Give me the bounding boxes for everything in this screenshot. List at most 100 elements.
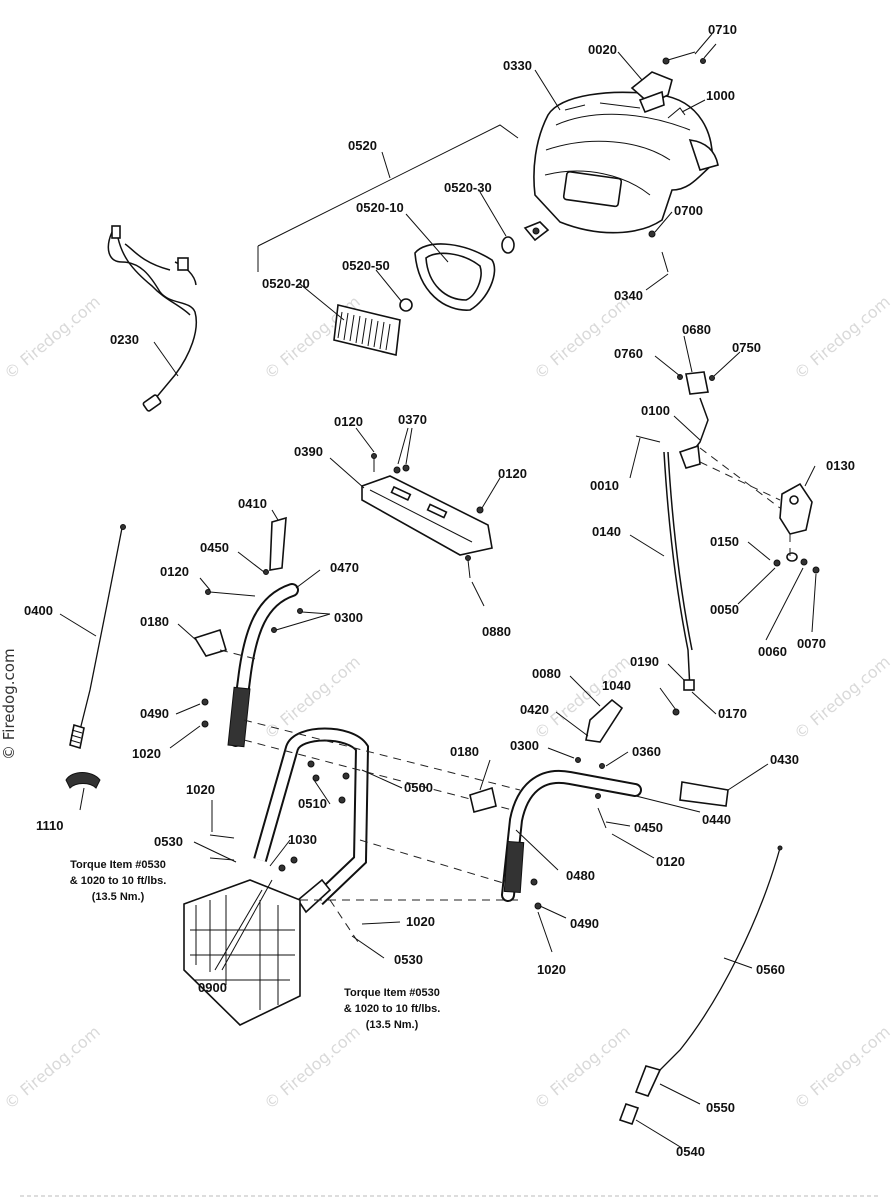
label-0520-30: 0520-30 [444, 180, 492, 195]
label-0520-10: 0520-10 [356, 200, 404, 215]
label-0150: 0150 [710, 534, 739, 549]
label-0100: 0100 [641, 403, 670, 418]
cable-0560 [618, 845, 783, 1126]
handle-frame-0500 [209, 727, 370, 914]
bracket-line-0520 [257, 124, 519, 272]
torque-note-bottom-line-3: (13.5 Nm.) [366, 1019, 419, 1031]
headlight-housing [533, 91, 719, 234]
label-0410: 0410 [238, 496, 267, 511]
watermark-side: © Firedog.com [0, 648, 18, 760]
label-1020-d: 1020 [537, 962, 566, 977]
screw-0700 [648, 230, 669, 273]
label-0120-a: 0120 [334, 414, 363, 429]
label-0300-a: 0300 [334, 610, 363, 625]
lamp-assembly [333, 221, 550, 356]
watermark-10: © Firedog.com [530, 1022, 633, 1113]
label-0700: 0700 [674, 203, 703, 218]
bracket-0020 [630, 71, 673, 114]
label-0440: 0440 [702, 812, 731, 827]
handle-right [469, 698, 729, 910]
label-0140: 0140 [592, 524, 621, 539]
label-0680: 0680 [682, 322, 711, 337]
clip-1000 [667, 107, 686, 119]
label-0530-a: 0530 [154, 834, 183, 849]
label-0520-20: 0520-20 [262, 276, 310, 291]
label-0520-50: 0520-50 [342, 258, 390, 273]
label-0880: 0880 [482, 624, 511, 639]
watermark-3: © Firedog.com [530, 292, 633, 383]
part-labels: 0710 0020 0330 1000 0520 0520-30 0520-10… [24, 22, 855, 1159]
torque-note-bottom: Torque Item #0530 & 1020 to 10 ft/lbs. (… [344, 987, 441, 1031]
label-0120-b: 0120 [498, 466, 527, 481]
label-0340: 0340 [614, 288, 643, 303]
watermarks: © Firedog.com © Firedog.com © Firedog.co… [0, 292, 892, 1113]
label-0230: 0230 [110, 332, 139, 347]
label-0490-b: 0490 [570, 916, 599, 931]
label-0130: 0130 [826, 458, 855, 473]
label-0190: 0190 [630, 654, 659, 669]
label-0550: 0550 [706, 1100, 735, 1115]
label-1020-b: 1020 [186, 782, 215, 797]
watermark-7: © Firedog.com [790, 652, 892, 743]
label-0360: 0360 [632, 744, 661, 759]
clip-1110 [65, 772, 101, 789]
handle-left [193, 516, 303, 748]
label-0450-b: 0450 [634, 820, 663, 835]
label-1030: 1030 [288, 832, 317, 847]
torque-note-bottom-line-1: Torque Item #0530 [344, 987, 440, 999]
label-0540: 0540 [676, 1144, 705, 1159]
label-0470: 0470 [330, 560, 359, 575]
label-1110: 1110 [36, 818, 64, 833]
watermark-8: © Firedog.com [0, 1022, 103, 1113]
wire-harness-0230 [107, 225, 197, 412]
label-0050: 0050 [710, 602, 739, 617]
label-1020-c: 1020 [406, 914, 435, 929]
dashed-lines-right [699, 447, 791, 560]
label-0070: 0070 [797, 636, 826, 651]
label-1020-a: 1020 [132, 746, 161, 761]
label-0760: 0760 [614, 346, 643, 361]
cable-0400 [69, 524, 126, 750]
label-0330: 0330 [503, 58, 532, 73]
bracket-0390 [361, 453, 493, 579]
label-0430: 0430 [770, 752, 799, 767]
label-0510: 0510 [298, 796, 327, 811]
watermark-9: © Firedog.com [260, 1022, 363, 1113]
label-0420: 0420 [520, 702, 549, 717]
torque-note-left-line-1: Torque Item #0530 [70, 859, 166, 871]
label-0390: 0390 [294, 444, 323, 459]
watermark-1: © Firedog.com [0, 292, 103, 383]
label-0180-b: 0180 [450, 744, 479, 759]
bolts-0710 [662, 51, 706, 65]
label-0480: 0480 [566, 868, 595, 883]
label-0020: 0020 [588, 42, 617, 57]
label-0060: 0060 [758, 644, 787, 659]
label-0010: 0010 [590, 478, 619, 493]
leader-lines [59, 33, 817, 1149]
watermark-4: © Firedog.com [790, 292, 892, 383]
label-0520: 0520 [348, 138, 377, 153]
label-0400: 0400 [24, 603, 53, 618]
label-0500: 0500 [404, 780, 433, 795]
label-0710: 0710 [708, 22, 737, 37]
torque-note-left: Torque Item #0530 & 1020 to 10 ft/lbs. (… [70, 859, 167, 903]
label-0900: 0900 [198, 980, 227, 995]
label-1040: 1040 [602, 678, 631, 693]
engine-plate [183, 879, 301, 1026]
label-0750: 0750 [732, 340, 761, 355]
label-0170: 0170 [718, 706, 747, 721]
label-0560: 0560 [756, 962, 785, 977]
label-1000: 1000 [706, 88, 735, 103]
label-0530-b: 0530 [394, 952, 423, 967]
label-0450-a: 0450 [200, 540, 229, 555]
shift-control-linkage [635, 371, 820, 716]
torque-note-left-line-3: (13.5 Nm.) [92, 891, 145, 903]
label-0120-d: 0120 [656, 854, 685, 869]
label-0490-a: 0490 [140, 706, 169, 721]
label-0180-a: 0180 [140, 614, 169, 629]
watermark-11: © Firedog.com [790, 1022, 892, 1113]
torque-note-bottom-line-2: & 1020 to 10 ft/lbs. [344, 1003, 441, 1015]
label-0300-b: 0300 [510, 738, 539, 753]
label-0370: 0370 [398, 412, 427, 427]
